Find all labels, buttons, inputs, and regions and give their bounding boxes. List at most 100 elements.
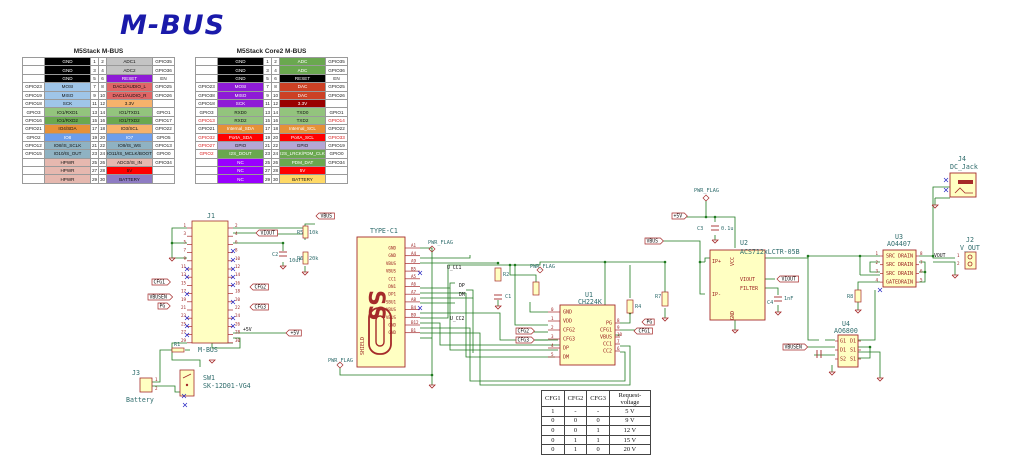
svg-text:ACS712xLCTR-05B: ACS712xLCTR-05B xyxy=(740,248,800,256)
j1-ref: J1 xyxy=(207,212,215,220)
j1-pin-number: 20 xyxy=(235,297,241,302)
usb-pin-number: B9 xyxy=(411,313,417,318)
no-connect-mark xyxy=(877,287,883,293)
j1-pin-number: 24 xyxy=(235,313,241,318)
pwr-flags: PWR_FLAG PWR_FLAG PWR_FLAG PWR_FLAG xyxy=(328,188,719,369)
no-connect-mark xyxy=(417,305,423,311)
u3-pin-name: SRC xyxy=(886,271,895,277)
j1-pin-number: 8 xyxy=(235,248,238,253)
net-label-flag xyxy=(644,237,664,245)
svg-text:SHIELD: SHIELD xyxy=(360,337,366,355)
usb-pin-name: DP1 xyxy=(388,292,396,297)
cfg-cell: 1 xyxy=(586,434,610,446)
svg-text:C1: C1 xyxy=(505,294,511,300)
svg-text:R8: R8 xyxy=(847,294,853,300)
svg-text:DM: DM xyxy=(459,292,465,298)
net-label-text: CFG1 xyxy=(154,280,166,286)
cfg-cell: 1 xyxy=(586,425,610,436)
j3-battery-connector: J3 Battery 1 2 xyxy=(126,369,158,404)
no-connect-mark xyxy=(181,393,187,399)
svg-text:VIOUT: VIOUT xyxy=(740,277,755,283)
cfg-cell: 1 xyxy=(563,434,588,446)
m5stack-table-caption: M5Stack M-BUS xyxy=(73,48,124,55)
j2-vout-connector: J2 V_OUT 1 2 xyxy=(957,236,980,270)
net-label-text: PG xyxy=(647,320,653,326)
usb-pin-number: A5 xyxy=(411,274,417,279)
u4-pin-name: D1 xyxy=(840,348,846,354)
svg-text:DP: DP xyxy=(459,283,465,289)
no-connect-mark xyxy=(943,177,949,183)
svg-text:PWR_FLAG: PWR_FLAG xyxy=(328,358,353,364)
net-label-text: PG xyxy=(160,304,166,310)
j1-pin-number: 5 xyxy=(183,239,186,244)
u1-pin-number: 3 xyxy=(551,334,554,339)
c5-capacitor xyxy=(816,350,822,358)
no-connect-mark xyxy=(230,266,236,272)
svg-text:C2: C2 xyxy=(272,252,278,258)
j1-pin-number: 25 xyxy=(181,321,187,326)
svg-text:V_OUT: V_OUT xyxy=(960,244,980,252)
cfg-header-cfg2: CFG2 xyxy=(563,390,588,407)
cfg-cell: 0 xyxy=(586,415,610,427)
c3-capacitor: C3 0.1u xyxy=(697,225,734,232)
usb-pin-name: DN1 xyxy=(388,284,396,289)
usb-pin-name: GND xyxy=(388,246,396,251)
u1-pin-name: CFG1 xyxy=(600,328,612,334)
u3-pin-name: DRAIN xyxy=(898,262,913,268)
u1-pin-number: 2 xyxy=(551,325,554,330)
usb-pin-number: A6 xyxy=(411,282,417,287)
j1-pin-number: 21 xyxy=(181,305,187,310)
svg-text:TYPE-C1: TYPE-C1 xyxy=(370,227,398,235)
svg-text:R7: R7 xyxy=(655,294,661,300)
svg-text:AO4407: AO4407 xyxy=(887,240,911,248)
svg-text:DC_Jack: DC_Jack xyxy=(950,163,978,171)
svg-text:R1: R1 xyxy=(174,342,180,348)
svg-text:R2: R2 xyxy=(503,272,509,278)
cfg-cell: 0 xyxy=(563,415,588,427)
j4-dc-jack: J4 DC_Jack xyxy=(949,155,978,198)
cfg-cell: 20 V xyxy=(608,444,651,455)
u3-pin-name: DRAIN xyxy=(898,271,913,277)
j1-pin-number: 6 xyxy=(235,239,238,244)
net-label-text: VBUS xyxy=(321,214,333,220)
u4-pin-name: D1 xyxy=(850,339,856,345)
j1-pin-number: 28 xyxy=(235,330,241,335)
net-label-flag xyxy=(641,318,655,326)
u3-pin-number: 8 xyxy=(920,251,923,256)
svg-text:J3: J3 xyxy=(132,369,140,377)
j1-pin-number: 14 xyxy=(235,272,241,277)
cfg-cell: 0 xyxy=(563,425,588,436)
svg-text:1nF: 1nF xyxy=(784,296,793,302)
usb-superspeed-icon: SS xyxy=(363,290,388,321)
u3-pin-number: 7 xyxy=(920,260,923,265)
svg-text:0.1u: 0.1u xyxy=(721,226,734,232)
cfg-cell: 5 V xyxy=(608,406,651,417)
usb-pin-name: CC1 xyxy=(388,276,396,281)
u3-pin-name: DRAIN xyxy=(898,280,913,286)
cfg-cell: 0 xyxy=(541,425,565,436)
j1-mbus-connector: 1357911131517192123252729246810121416182… xyxy=(181,212,241,354)
j1-pin-number: 4 xyxy=(235,231,238,236)
usb-pin-number: A8 xyxy=(411,297,417,302)
svg-text:1: 1 xyxy=(957,253,960,258)
no-connect-mark xyxy=(184,274,190,280)
net-label-flag xyxy=(147,293,174,301)
no-connect-mark xyxy=(184,323,190,329)
r7-resistor: R7 xyxy=(655,291,669,307)
net-label-flag xyxy=(782,343,809,351)
cfg-cell: 0 xyxy=(541,434,565,446)
core2-table-caption: M5Stack Core2 M-BUS xyxy=(236,48,307,55)
j1-pin-number: 27 xyxy=(181,330,187,335)
